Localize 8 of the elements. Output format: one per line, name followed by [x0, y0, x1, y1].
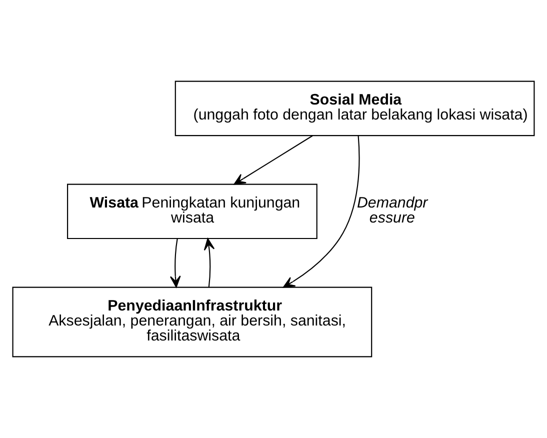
node-box: PenyediaanInfrastruktur Aksesjalan, penerangan, air bersih, sanitasi, fasilitaswisata [12, 286, 372, 358]
node-box: Wisata Peningkatan kunjungan wisata [67, 184, 318, 240]
arrow [204, 238, 215, 288]
edge-label: Demandpr essure [356, 194, 428, 226]
node-box: Sosial Media (unggah foto dengan latar belakang lokasi wisata) [174, 80, 535, 136]
arrow [234, 135, 313, 185]
arrow [170, 238, 181, 288]
arrow [282, 136, 360, 288]
